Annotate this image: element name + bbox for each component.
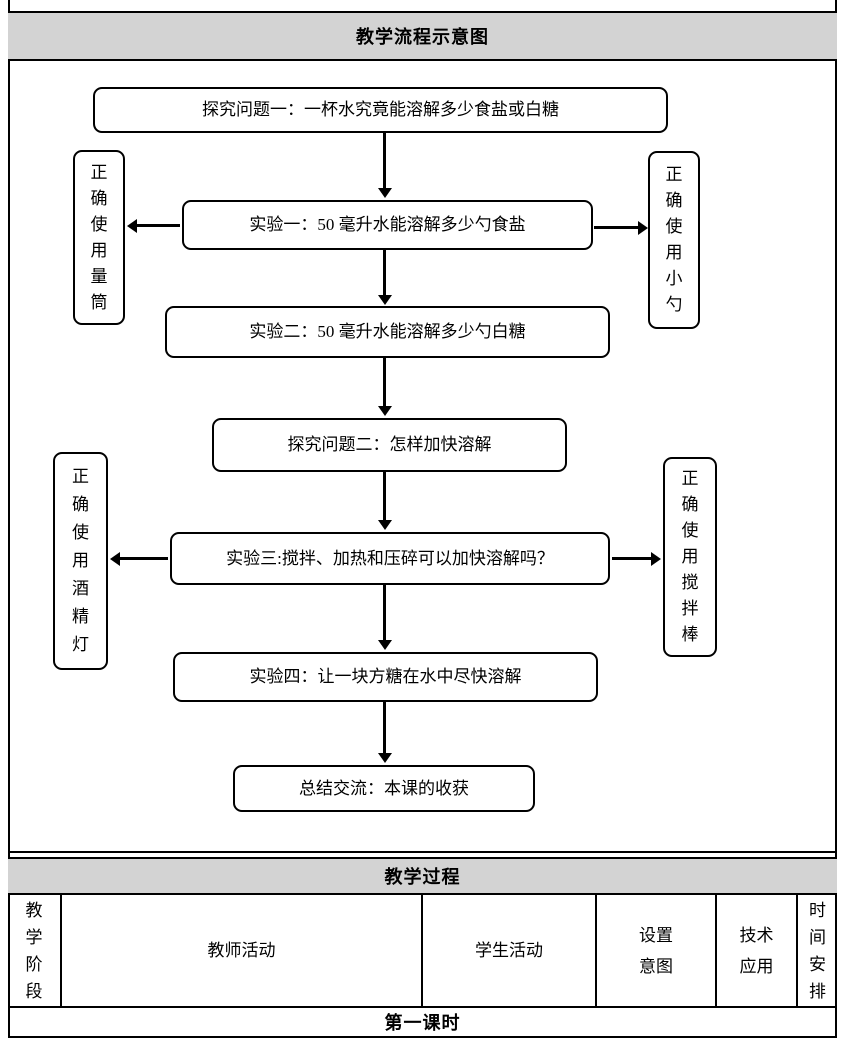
flow-node-question1-label: 探究问题一：一杯水究竟能溶解多少食盐或白糖 xyxy=(202,100,559,120)
arrow-down-3 xyxy=(383,358,386,406)
flow-node-summary-label: 总结交流：本课的收获 xyxy=(299,778,469,798)
lesson-row-label: 第一课时 xyxy=(384,1013,461,1033)
flow-node-experiment3-label: 实验三:搅拌、加热和压碎可以加快溶解吗？ xyxy=(226,548,554,568)
flow-node-experiment4: 实验四：让一块方糖在水中尽快溶解 xyxy=(173,652,598,702)
side-node-stir-rod: 正 确 使 用 搅 拌 棒 xyxy=(663,457,717,657)
side-node-small-spoon: 正 确 使 用 小 勺 xyxy=(648,151,700,329)
flow-node-experiment4-label: 实验四：让一块方糖在水中尽快溶解 xyxy=(249,667,522,687)
side-node-measuring-cylinder-label: 正 确 使 用 量 筒 xyxy=(90,162,108,312)
arrow-down-6 xyxy=(383,702,386,753)
side-node-alcohol-lamp-label: 正 确 使 用 酒 精 灯 xyxy=(72,467,89,654)
arrow-down-1 xyxy=(383,133,386,188)
flow-node-experiment2: 实验二：50 毫升水能溶解多少勺白糖 xyxy=(165,306,610,358)
side-node-stir-rod-label: 正 确 使 用 搅 拌 棒 xyxy=(681,469,699,644)
side-node-small-spoon-label: 正 确 使 用 小 勺 xyxy=(665,165,683,314)
outer-right-border xyxy=(835,0,837,1038)
flow-node-experiment1-label: 实验一：50 毫升水能溶解多少勺食盐 xyxy=(249,215,526,235)
arrow-left-to-lamp xyxy=(120,557,168,560)
process-section-title: 教学过程 xyxy=(384,867,461,887)
flow-node-experiment1: 实验一：50 毫升水能溶解多少勺食盐 xyxy=(182,200,593,250)
flow-node-question1: 探究问题一：一杯水究竟能溶解多少食盐或白糖 xyxy=(93,87,668,133)
flow-node-summary: 总结交流：本课的收获 xyxy=(233,765,535,812)
lesson-row: 第一课时 xyxy=(8,1008,837,1038)
col-header-teacher-activity: 教师活动 xyxy=(62,895,423,1006)
arrow-right-to-stir-rod xyxy=(612,557,651,560)
arrow-down-4 xyxy=(383,472,386,520)
col-header-technology-use: 技术 应用 xyxy=(717,895,798,1006)
flow-section-header: 教学流程示意图 xyxy=(8,11,837,61)
flow-cell-bottom-border xyxy=(8,851,837,853)
arrow-down-2 xyxy=(383,250,386,295)
outer-left-border xyxy=(8,0,10,1038)
col-header-teaching-stage: 教 学 阶 段 xyxy=(8,895,62,1006)
side-node-alcohol-lamp: 正 确 使 用 酒 精 灯 xyxy=(53,452,108,670)
side-node-measuring-cylinder: 正 确 使 用 量 筒 xyxy=(73,150,125,325)
flow-node-question2-label: 探究问题二：怎样加快溶解 xyxy=(287,435,492,455)
process-section-header: 教学过程 xyxy=(8,857,837,895)
col-header-student-activity: 学生活动 xyxy=(423,895,597,1006)
process-table-header-row: 教 学 阶 段 教师活动 学生活动 设置 意图 技术 应用 时 间 安 排 xyxy=(8,895,837,1008)
arrow-left-to-cylinder xyxy=(137,224,180,227)
flow-node-experiment3: 实验三:搅拌、加热和压碎可以加快溶解吗？ xyxy=(170,532,610,585)
col-header-time-arrangement: 时 间 安 排 xyxy=(809,900,826,1001)
flow-node-experiment2-label: 实验二：50 毫升水能溶解多少勺白糖 xyxy=(249,322,526,342)
col-header-design-intent: 设置 意图 xyxy=(597,895,717,1006)
arrow-right-to-spoon xyxy=(594,226,638,229)
flow-node-question2: 探究问题二：怎样加快溶解 xyxy=(212,418,567,472)
flow-section-title: 教学流程示意图 xyxy=(356,27,489,47)
arrow-down-5 xyxy=(383,585,386,640)
